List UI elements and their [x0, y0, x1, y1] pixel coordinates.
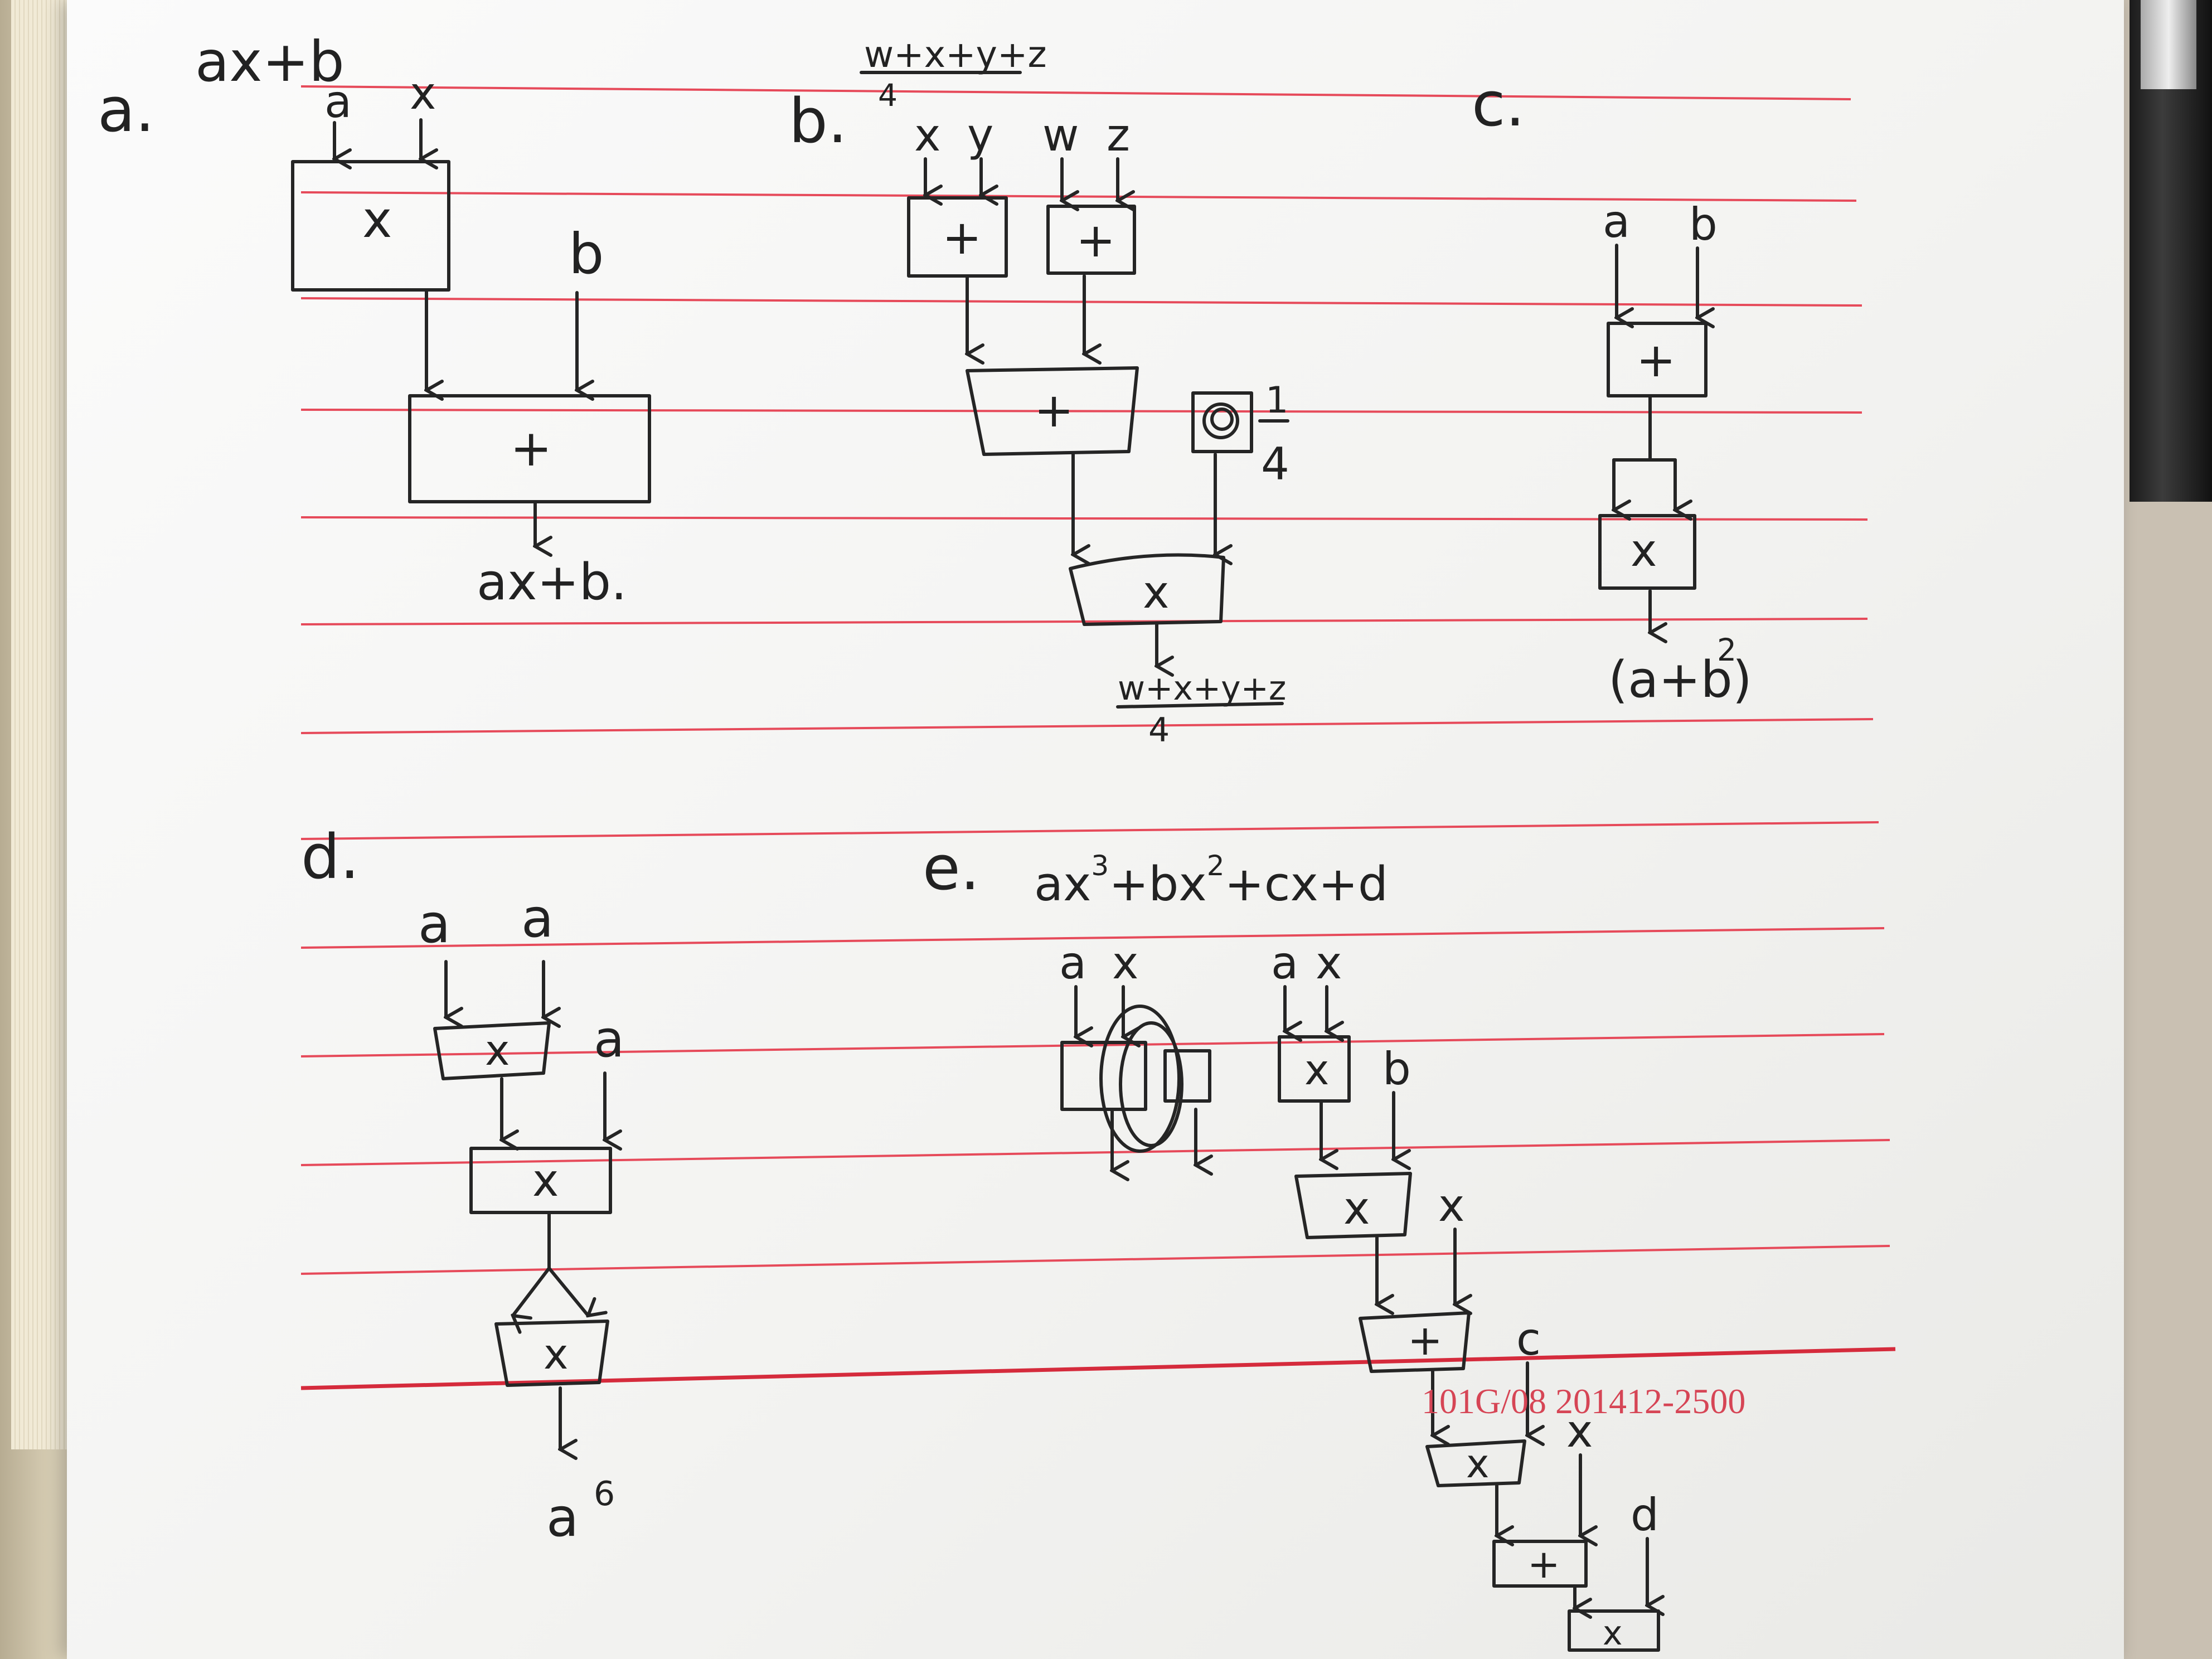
- arrow: [547, 1267, 588, 1316]
- panel-e-input-x3: x: [1566, 1405, 1593, 1457]
- add-node: [408, 394, 651, 503]
- panel-b-letter: b.: [789, 85, 847, 157]
- multiply-op: x: [532, 1154, 559, 1206]
- panel-d-output-exp: 6: [594, 1474, 615, 1514]
- multiply-node: [1492, 1540, 1588, 1588]
- multiply-node: [1359, 1311, 1471, 1373]
- panel-a: a. ax+b a x b x + ax+b.: [98, 29, 651, 612]
- panel-a-output: ax+b.: [477, 553, 627, 612]
- constant-den: 4: [1261, 438, 1289, 490]
- panel-a-formula: ax+b: [195, 29, 345, 94]
- panel-b-formula-num: w+x+y+z: [864, 34, 1047, 76]
- panel-c-output-exp: 2: [1717, 632, 1736, 668]
- multiply-op: x: [1631, 525, 1657, 576]
- paper-imprint: 101G/08 201412-2500: [1422, 1381, 1745, 1421]
- constant-node: [1191, 391, 1253, 453]
- multiply-node: [433, 1021, 551, 1080]
- panel-c-input-b: b: [1689, 198, 1718, 250]
- add-op: x: [1603, 1614, 1623, 1653]
- multiply-op: +: [1408, 1316, 1443, 1365]
- multiply-op: x: [1143, 566, 1169, 618]
- multiply-op: +: [1527, 1541, 1560, 1587]
- panel-d: d. a a a x x x a 6: [301, 821, 624, 1549]
- panel-d-input-a1: a: [418, 894, 450, 955]
- multiply-op: x: [1304, 1045, 1329, 1094]
- panel-b-input-z: z: [1107, 109, 1130, 161]
- add-node: [966, 366, 1139, 456]
- multiply-node: [469, 1147, 612, 1214]
- panel-b-formula-den: 4: [878, 77, 898, 113]
- add-node: [1425, 1439, 1526, 1487]
- panel-b-output-num: w+x+y+z: [1118, 669, 1286, 708]
- panel-c-letter: c.: [1472, 69, 1525, 140]
- panel-c-output: (a+b): [1608, 651, 1752, 709]
- panel-c: c. a b + x (a+b) 2: [1472, 69, 1752, 709]
- add-op: +: [942, 210, 982, 265]
- panel-e-letter: e.: [923, 832, 980, 904]
- scribbled-attempt: a x: [1059, 937, 1210, 1171]
- multiply-node: [1598, 514, 1696, 590]
- add-node: [907, 196, 1008, 278]
- panel-e-formula: ax3+bx2+cx+d: [1034, 850, 1388, 912]
- add-op: x: [1466, 1441, 1489, 1487]
- panel-e-input-x2: x: [1438, 1180, 1464, 1231]
- panel-e-input-x: x: [1316, 937, 1342, 989]
- add-op: +: [1636, 333, 1676, 388]
- fraction-bar: [1116, 702, 1284, 709]
- multiply-op: x: [485, 1026, 510, 1075]
- multiply-op: x: [362, 191, 392, 249]
- panel-b: b. w+x+y+z 4 x y w z + + + 1 4 x w+x+y+z: [789, 34, 1289, 750]
- add-op: x: [1343, 1182, 1370, 1234]
- multiply-node: [1069, 553, 1225, 626]
- panel-d-input-a3: a: [594, 1010, 624, 1069]
- panel-b-input-w: w: [1042, 109, 1079, 161]
- panel-b-input-y: y: [967, 109, 993, 161]
- panel-d-letter: d.: [301, 821, 360, 892]
- add-node: [1607, 322, 1707, 397]
- panel-a-input-b: b: [569, 221, 604, 287]
- add-op: +: [1076, 213, 1115, 268]
- multiply-node: [1278, 1035, 1351, 1103]
- panel-e: e. ax3+bx2+cx+d a x a x x b x x: [923, 832, 1659, 1653]
- panel-c-input-a: a: [1603, 196, 1630, 248]
- multiply-node: [291, 160, 450, 292]
- panel-e-input-b: b: [1382, 1043, 1411, 1095]
- add-op: +: [1034, 383, 1074, 438]
- arrow: [513, 1267, 551, 1316]
- panel-b-input-x: x: [914, 109, 940, 161]
- add-node: [1294, 1172, 1412, 1239]
- multiply-node: [494, 1320, 609, 1387]
- panel-a-letter: a.: [98, 74, 154, 145]
- panel-b-output-den: 4: [1148, 711, 1170, 750]
- constant-num: 1: [1265, 380, 1288, 421]
- add-op: +: [510, 419, 552, 478]
- panel-e-input-a: a: [1271, 937, 1298, 989]
- panel-a-input-a: a: [324, 76, 352, 128]
- panel-a-input-x: x: [410, 67, 436, 119]
- panel-d-output: a: [546, 1487, 579, 1549]
- pen-clip: [2141, 0, 2196, 89]
- panel-e-input-d: d: [1631, 1489, 1659, 1541]
- add-node: [1046, 205, 1136, 275]
- panel-e-scribble-input-a: a: [1059, 937, 1086, 989]
- panel-d-input-a2: a: [521, 888, 554, 949]
- panel-e-input-c: c: [1516, 1313, 1541, 1365]
- panel-e-scribble-input-x: x: [1112, 937, 1138, 989]
- multiply-op: x: [544, 1330, 568, 1379]
- add-node: [1568, 1609, 1660, 1652]
